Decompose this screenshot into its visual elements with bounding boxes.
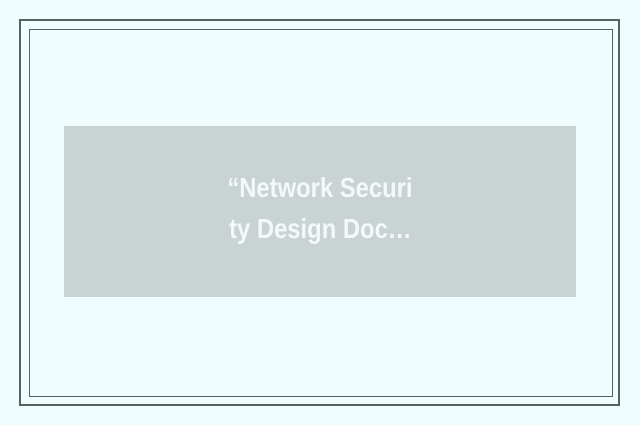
outer-border-frame [19,19,620,406]
title-card: “Network Securi ty Design Doc… [64,126,576,297]
title-text-line-1: “Network Securi [227,171,413,203]
inner-border-frame [29,29,613,397]
title-text-line-2: ty Design Doc… [228,212,412,244]
